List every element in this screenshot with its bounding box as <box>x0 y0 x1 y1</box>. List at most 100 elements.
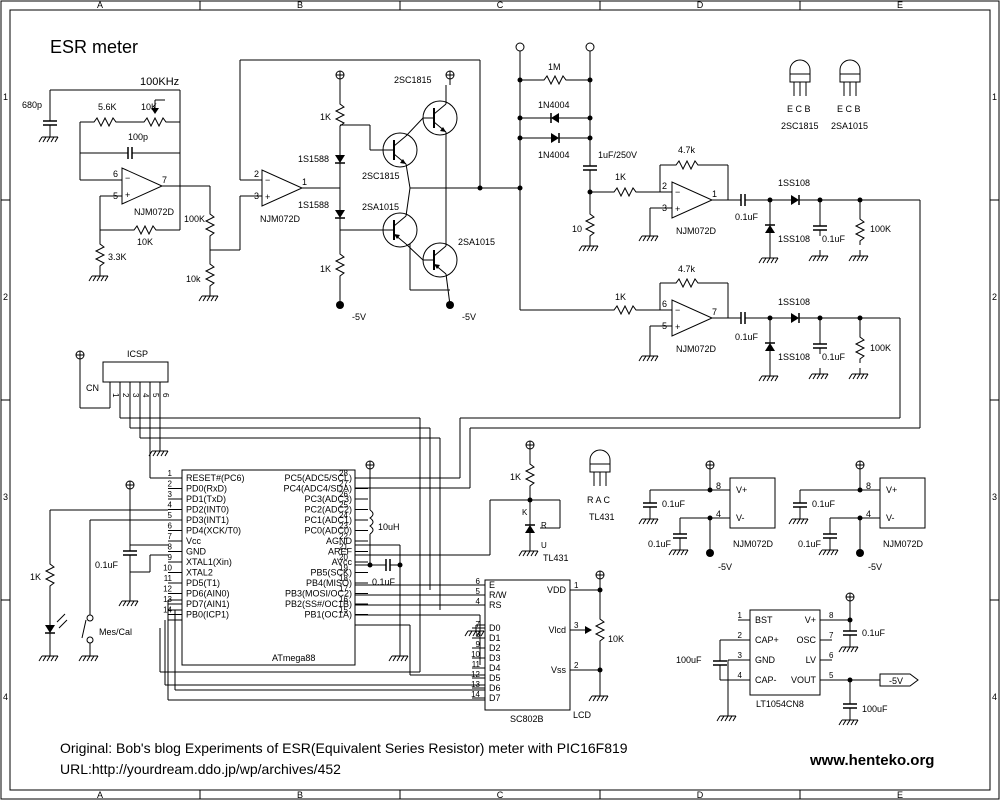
mcu-pin-number: 6 <box>168 522 173 531</box>
u1-c2: 0.1uF <box>648 539 672 549</box>
icsp-pin-number: 5 <box>151 393 160 398</box>
d-1n4004-b: 1N4004 <box>538 150 570 160</box>
reg-pin-number: 8 <box>829 611 834 620</box>
osc-opamp-label: NJM072D <box>134 207 175 217</box>
tl431-u-label: U <box>541 541 547 550</box>
lcd-pin-number: 14 <box>471 690 480 699</box>
t2-pinout: E C B <box>837 104 861 114</box>
amp2-d1-label: 1SS108 <box>778 297 810 307</box>
u2-c2: 0.1uF <box>798 539 822 549</box>
amp2-pin7: 7 <box>712 307 717 317</box>
switch-label: Mes/Cal <box>99 627 132 637</box>
lcd-pin-number: 11 <box>472 660 481 669</box>
row-label: 1 <box>992 92 997 102</box>
column-label: A <box>97 0 103 10</box>
buf-pin3: 3 <box>254 191 259 201</box>
oscillator-frequency: 100KHz <box>140 76 179 88</box>
reg-pin-number: 5 <box>829 671 834 680</box>
buf-neg-left: -5V <box>352 312 366 322</box>
u1-p4: 4 <box>716 509 721 519</box>
amp2-pin6: 6 <box>662 299 667 309</box>
reg-pin-number: 7 <box>829 631 834 640</box>
mcu-pin-name: PB4(MISO) <box>306 578 352 588</box>
amp2-c-label: 0.1uF <box>735 332 759 342</box>
t1-pinout: E C B <box>787 104 811 114</box>
mcu-pin-number: 21 <box>339 543 348 552</box>
mcu-pin-name: PD0(RxD) <box>186 484 227 494</box>
res-1m-label: 1M <box>548 62 561 72</box>
cap-680p-label: 680p <box>22 100 42 110</box>
mcu-name: ATmega88 <box>272 653 315 663</box>
column-label: B <box>297 790 303 800</box>
column-label: D <box>697 0 704 10</box>
lcd-pin-name: D2 <box>489 643 501 653</box>
avcc-cap-label: 0.1uF <box>372 577 396 587</box>
mcu-pin-number: 4 <box>168 501 173 510</box>
mcu-vcc-cap: 0.1uF <box>95 560 119 570</box>
amp1-pin1: 1 <box>712 189 717 199</box>
mcu-pin-name: PD2(INT0) <box>186 505 229 515</box>
mcu-pin-name: PC5(ADC5/SCL) <box>284 473 352 483</box>
reg-pin-name: CAP- <box>755 675 777 685</box>
mcu-pin-number: 19 <box>339 564 348 573</box>
mcu-pin-number: 25 <box>339 501 348 510</box>
amp1-rf-label: 4.7k <box>678 145 696 155</box>
inductor-label: 10uH <box>378 522 400 532</box>
mcu-pin-number: 28 <box>339 469 348 478</box>
q4-label: 2SA1015 <box>458 237 495 247</box>
osc-pin7: 7 <box>162 175 167 185</box>
mcu-pin-name: AREF <box>328 547 353 557</box>
mcu-pin-name: PC2(ADC2) <box>304 505 352 515</box>
u1-vminus: V- <box>736 513 745 523</box>
cap-100p-label: 100p <box>128 132 148 142</box>
res-10k-label: 10K <box>137 237 153 247</box>
mcu-pin-name: PC0(ADC0) <box>304 526 352 536</box>
mcu-pin-number: 23 <box>339 522 348 531</box>
mcu-pin-name: PD5(T1) <box>186 578 220 588</box>
column-label: C <box>497 790 504 800</box>
column-label: A <box>97 790 103 800</box>
mcu-pin-name: PC3(ADC3) <box>304 494 352 504</box>
row-label: 3 <box>992 492 997 502</box>
res-5k6-label: 5.6K <box>98 102 117 112</box>
column-label: E <box>897 790 903 800</box>
reg-pin-name: LV <box>806 655 816 665</box>
reg-c2: 0.1uF <box>862 628 886 638</box>
mcu-pin-name: PB1(OC1A) <box>304 610 352 620</box>
buf-d-bot-label: 1S1588 <box>298 200 329 210</box>
lcd-pin-number: 12 <box>471 670 480 679</box>
row-label: 4 <box>3 692 8 702</box>
lcd-pin-number: 9 <box>476 640 481 649</box>
transistor-pinouts: E C B 2SC1815 E C B 2SA1015 R A C TL431 <box>587 59 868 522</box>
lcd-pin-number: 3 <box>574 621 579 630</box>
mcu-pin-number: 1 <box>168 469 173 478</box>
mcu-pin-number: 15 <box>339 606 348 615</box>
ref-res-label: 1K <box>510 472 521 482</box>
u2-c1: 0.1uF <box>812 499 836 509</box>
u2-p8: 8 <box>866 481 871 491</box>
reg-pin-name: GND <box>755 655 776 665</box>
res-10-label: 10 <box>572 224 582 234</box>
opamp-power-u2: V+ V- 8 4 0.1uF 0.1uF -5V NJM072D <box>788 460 926 572</box>
icsp-cn-label: CN <box>86 383 99 393</box>
column-label: C <box>497 0 504 10</box>
mcu-pin-number: 26 <box>339 490 348 499</box>
opamp-power-u1: V+ V- 8 4 0.1uF 0.1uF -5V NJM072D <box>638 460 776 572</box>
lcd-pin-name: D1 <box>489 633 501 643</box>
reg-pin-name: BST <box>755 615 773 625</box>
footer-line1: Original: Bob's blog Experiments of ESR(… <box>60 740 628 756</box>
row-label: 1 <box>3 92 8 102</box>
amp1-r-label: 100K <box>870 224 891 234</box>
amp2-c2-label: 0.1uF <box>822 352 846 362</box>
lcd-pin-name: D5 <box>489 673 501 683</box>
amp2-d2-label: 1SS108 <box>778 352 810 362</box>
row-label: 2 <box>992 292 997 302</box>
osc-pin5: 5 <box>113 191 118 201</box>
mcu-pin-number: 13 <box>163 595 172 604</box>
